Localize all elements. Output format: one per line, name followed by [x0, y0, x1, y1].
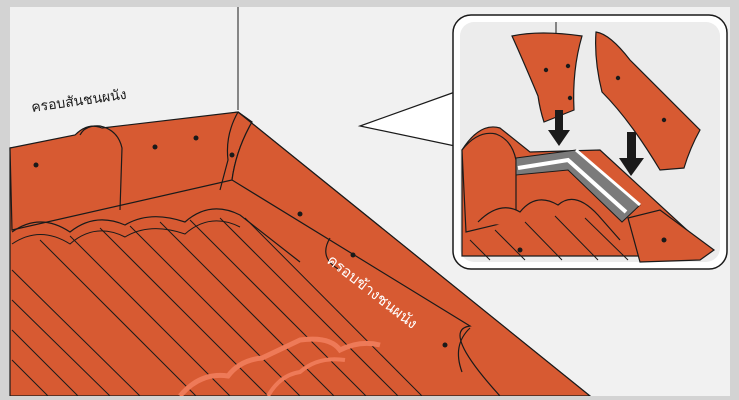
roof-wall-junction-diagram: ครอบสันชนผนัง ครอบข้างชนผนัง [0, 0, 739, 396]
diagram-canvas: ครอบสันชนผนัง ครอบข้างชนผนัง [0, 0, 739, 396]
